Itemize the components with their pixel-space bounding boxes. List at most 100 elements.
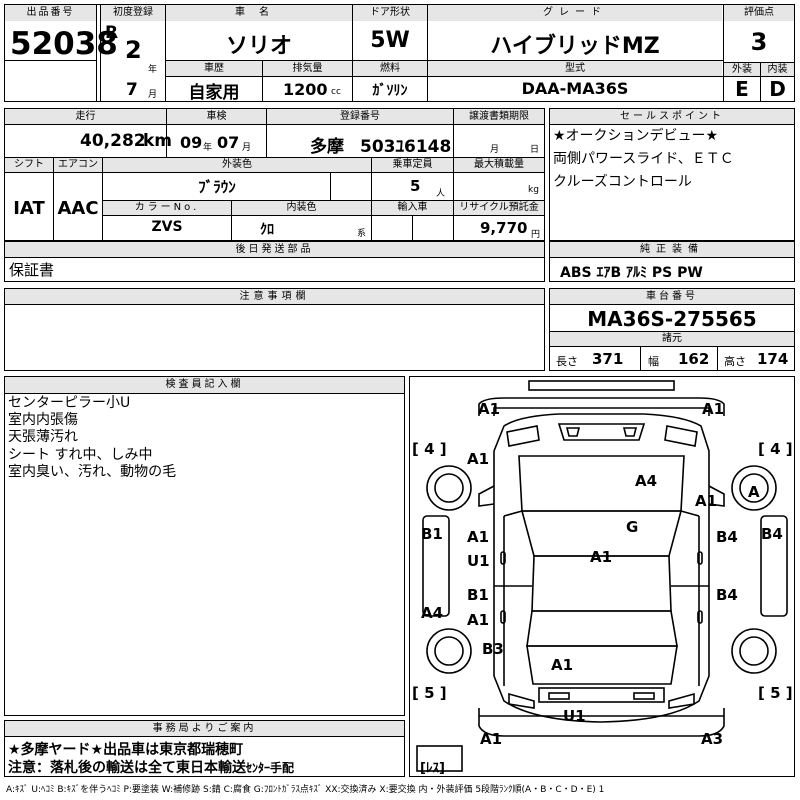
grade: ハイブリッドMZ xyxy=(490,34,660,59)
year-unit: 年 xyxy=(148,65,158,75)
damage-rear-door-left-a: A1 xyxy=(467,611,490,629)
km-unit: km xyxy=(143,131,173,151)
inspector-line: 室内臭い、汚れ、動物の毛 xyxy=(8,464,177,480)
genuine-equipment: ABS ｴｱB ｱﾙﾐ PS PW xyxy=(560,265,703,281)
lot-no: 52038 xyxy=(10,26,118,62)
inspector-header: 検査員記入欄 xyxy=(5,377,404,393)
first-reg-header: 初度登録 xyxy=(101,5,165,21)
damage-front-bumper-right: A1 xyxy=(702,400,725,418)
sales-point-line: 両側パワースライド、ＥＴＣ xyxy=(553,151,734,167)
exterior-grade: E xyxy=(735,77,749,101)
displacement: 1200 xyxy=(283,80,328,99)
capacity: 5 xyxy=(410,177,421,195)
detail-panel xyxy=(4,108,545,241)
inspector-panel xyxy=(4,376,405,716)
width-value: 162 xyxy=(678,350,710,368)
damage-wheel-front-right: A xyxy=(748,483,760,501)
interior-color: ｸﾛ xyxy=(260,222,274,238)
yen-unit: 円 xyxy=(531,230,541,240)
maxload-unit: kg xyxy=(528,185,539,195)
tire-rear-right-bracket: [ 5 ] xyxy=(758,684,793,702)
maxload-header: 最大積載量 xyxy=(454,158,544,172)
recycle-deposit: 9,770 xyxy=(480,219,528,237)
damage-rocker-right: B4 xyxy=(761,525,783,543)
office-header: 事務局よりご案内 xyxy=(5,721,404,736)
insp-month-unit: 月 xyxy=(242,143,252,153)
recycle-header: リサイクル預託金 xyxy=(454,201,544,215)
plate-area: 多摩 xyxy=(310,137,344,157)
shift: IAT xyxy=(13,198,45,219)
damage-rear-bumper-center: U1 xyxy=(563,707,586,725)
length-value: 371 xyxy=(592,350,624,368)
damage-roof: A1 xyxy=(590,548,613,566)
damage-front-door-left-a: A1 xyxy=(467,528,490,546)
width-label: 幅 xyxy=(648,355,659,368)
displacement-header: 排気量 xyxy=(263,61,352,76)
damage-rear-door-left-b: B1 xyxy=(467,586,489,604)
transfer-day: 日 xyxy=(530,145,540,155)
intcolor-unit: 系 xyxy=(357,229,367,239)
inspector-line: 室内内張傷 xyxy=(8,412,78,428)
mileage: 40,282 xyxy=(80,131,146,151)
car-diagram xyxy=(416,380,788,772)
colorno-header: カラーNo. xyxy=(103,201,231,215)
capacity-header: 乗車定員 xyxy=(372,158,453,172)
tire-front-left-bracket: [ 4 ] xyxy=(412,440,447,458)
sales-point-line: ★オークションデビュー★ xyxy=(553,128,719,144)
intcolor-header: 内装色 xyxy=(232,201,371,215)
car-name: ソリオ xyxy=(225,34,292,59)
damage-rocker-left: B1 xyxy=(421,525,443,543)
damage-front-fender-right: A1 xyxy=(695,492,718,510)
spare-tire-label: [ﾚｽ] xyxy=(420,761,445,776)
damage-front-door-right: B4 xyxy=(716,528,738,546)
office-line-2-small: ｾﾝﾀｰ手配 xyxy=(246,761,295,775)
lot-no-header: 出品番号 xyxy=(5,5,96,21)
damage-rear-bumper-left: A1 xyxy=(480,730,503,748)
damage-front-bumper-left: A1 xyxy=(478,400,501,418)
damage-rear-door-right: B4 xyxy=(716,586,738,604)
month-unit: 月 xyxy=(148,90,158,100)
office-line-1: ★多摩ヤード★出品車は東京都瑞穂町 xyxy=(8,742,244,758)
history-header: 車歴 xyxy=(166,61,262,76)
inspection-year: 09 xyxy=(180,133,203,152)
import-header: 輸入車 xyxy=(372,201,453,215)
interior-grade: D xyxy=(769,77,786,101)
inspector-line: センターピラー小U xyxy=(8,395,131,411)
damage-wheel-rear-left-side: A4 xyxy=(421,604,444,622)
ac-header: エアコン xyxy=(54,158,102,172)
fuel: ｶﾞｿﾘﾝ xyxy=(372,83,408,99)
history: 自家用 xyxy=(188,83,240,103)
cc-unit: cc xyxy=(331,87,341,97)
plate-number: 503ﾕ6148 xyxy=(360,137,452,157)
sales-point-line: クルーズコントロール xyxy=(553,174,692,190)
office-line-2: 注意：落札後の輸送は全て東日本輸送ｾﾝﾀｰ手配 xyxy=(8,757,294,777)
shift-header: シフト xyxy=(5,158,53,172)
first-reg-year: 2 xyxy=(125,36,142,64)
grade-header: グレード xyxy=(428,5,722,21)
capacity-unit: 人 xyxy=(436,189,446,199)
mileage-header: 走行 xyxy=(5,109,166,124)
damage-rear-bumper-right: A3 xyxy=(701,730,724,748)
interior-header: 内装 xyxy=(761,63,794,76)
score-header: 評価点 xyxy=(724,5,794,21)
air-conditioner: AAC xyxy=(57,198,99,219)
inspector-line: シート すれ中、しみ中 xyxy=(8,447,153,463)
tire-rear-left-bracket: [ 5 ] xyxy=(412,684,447,702)
model-header: 型式 xyxy=(428,61,722,76)
insp-year-unit: 年 xyxy=(203,143,213,153)
sales-points-header: セールスポイント xyxy=(550,109,794,124)
color-number: ZVS xyxy=(151,219,183,235)
damage-rear-fender-left: B3 xyxy=(482,640,504,658)
height-label: 高さ xyxy=(724,355,746,368)
damage-trunk: A1 xyxy=(551,656,574,674)
exterior-header: 外装 xyxy=(724,63,760,76)
color-header: 外装色 xyxy=(103,158,371,172)
height-value: 174 xyxy=(757,350,789,368)
first-reg-era: R xyxy=(105,23,119,43)
tire-front-right-bracket: [ 4 ] xyxy=(758,440,793,458)
damage-windshield: G xyxy=(626,518,639,536)
genuine-header: 純正装備 xyxy=(550,242,794,257)
damage-hood: A4 xyxy=(635,472,658,490)
later-parts-value: 保証書 xyxy=(9,261,55,279)
model-code: DAA-MA36S xyxy=(521,79,629,98)
